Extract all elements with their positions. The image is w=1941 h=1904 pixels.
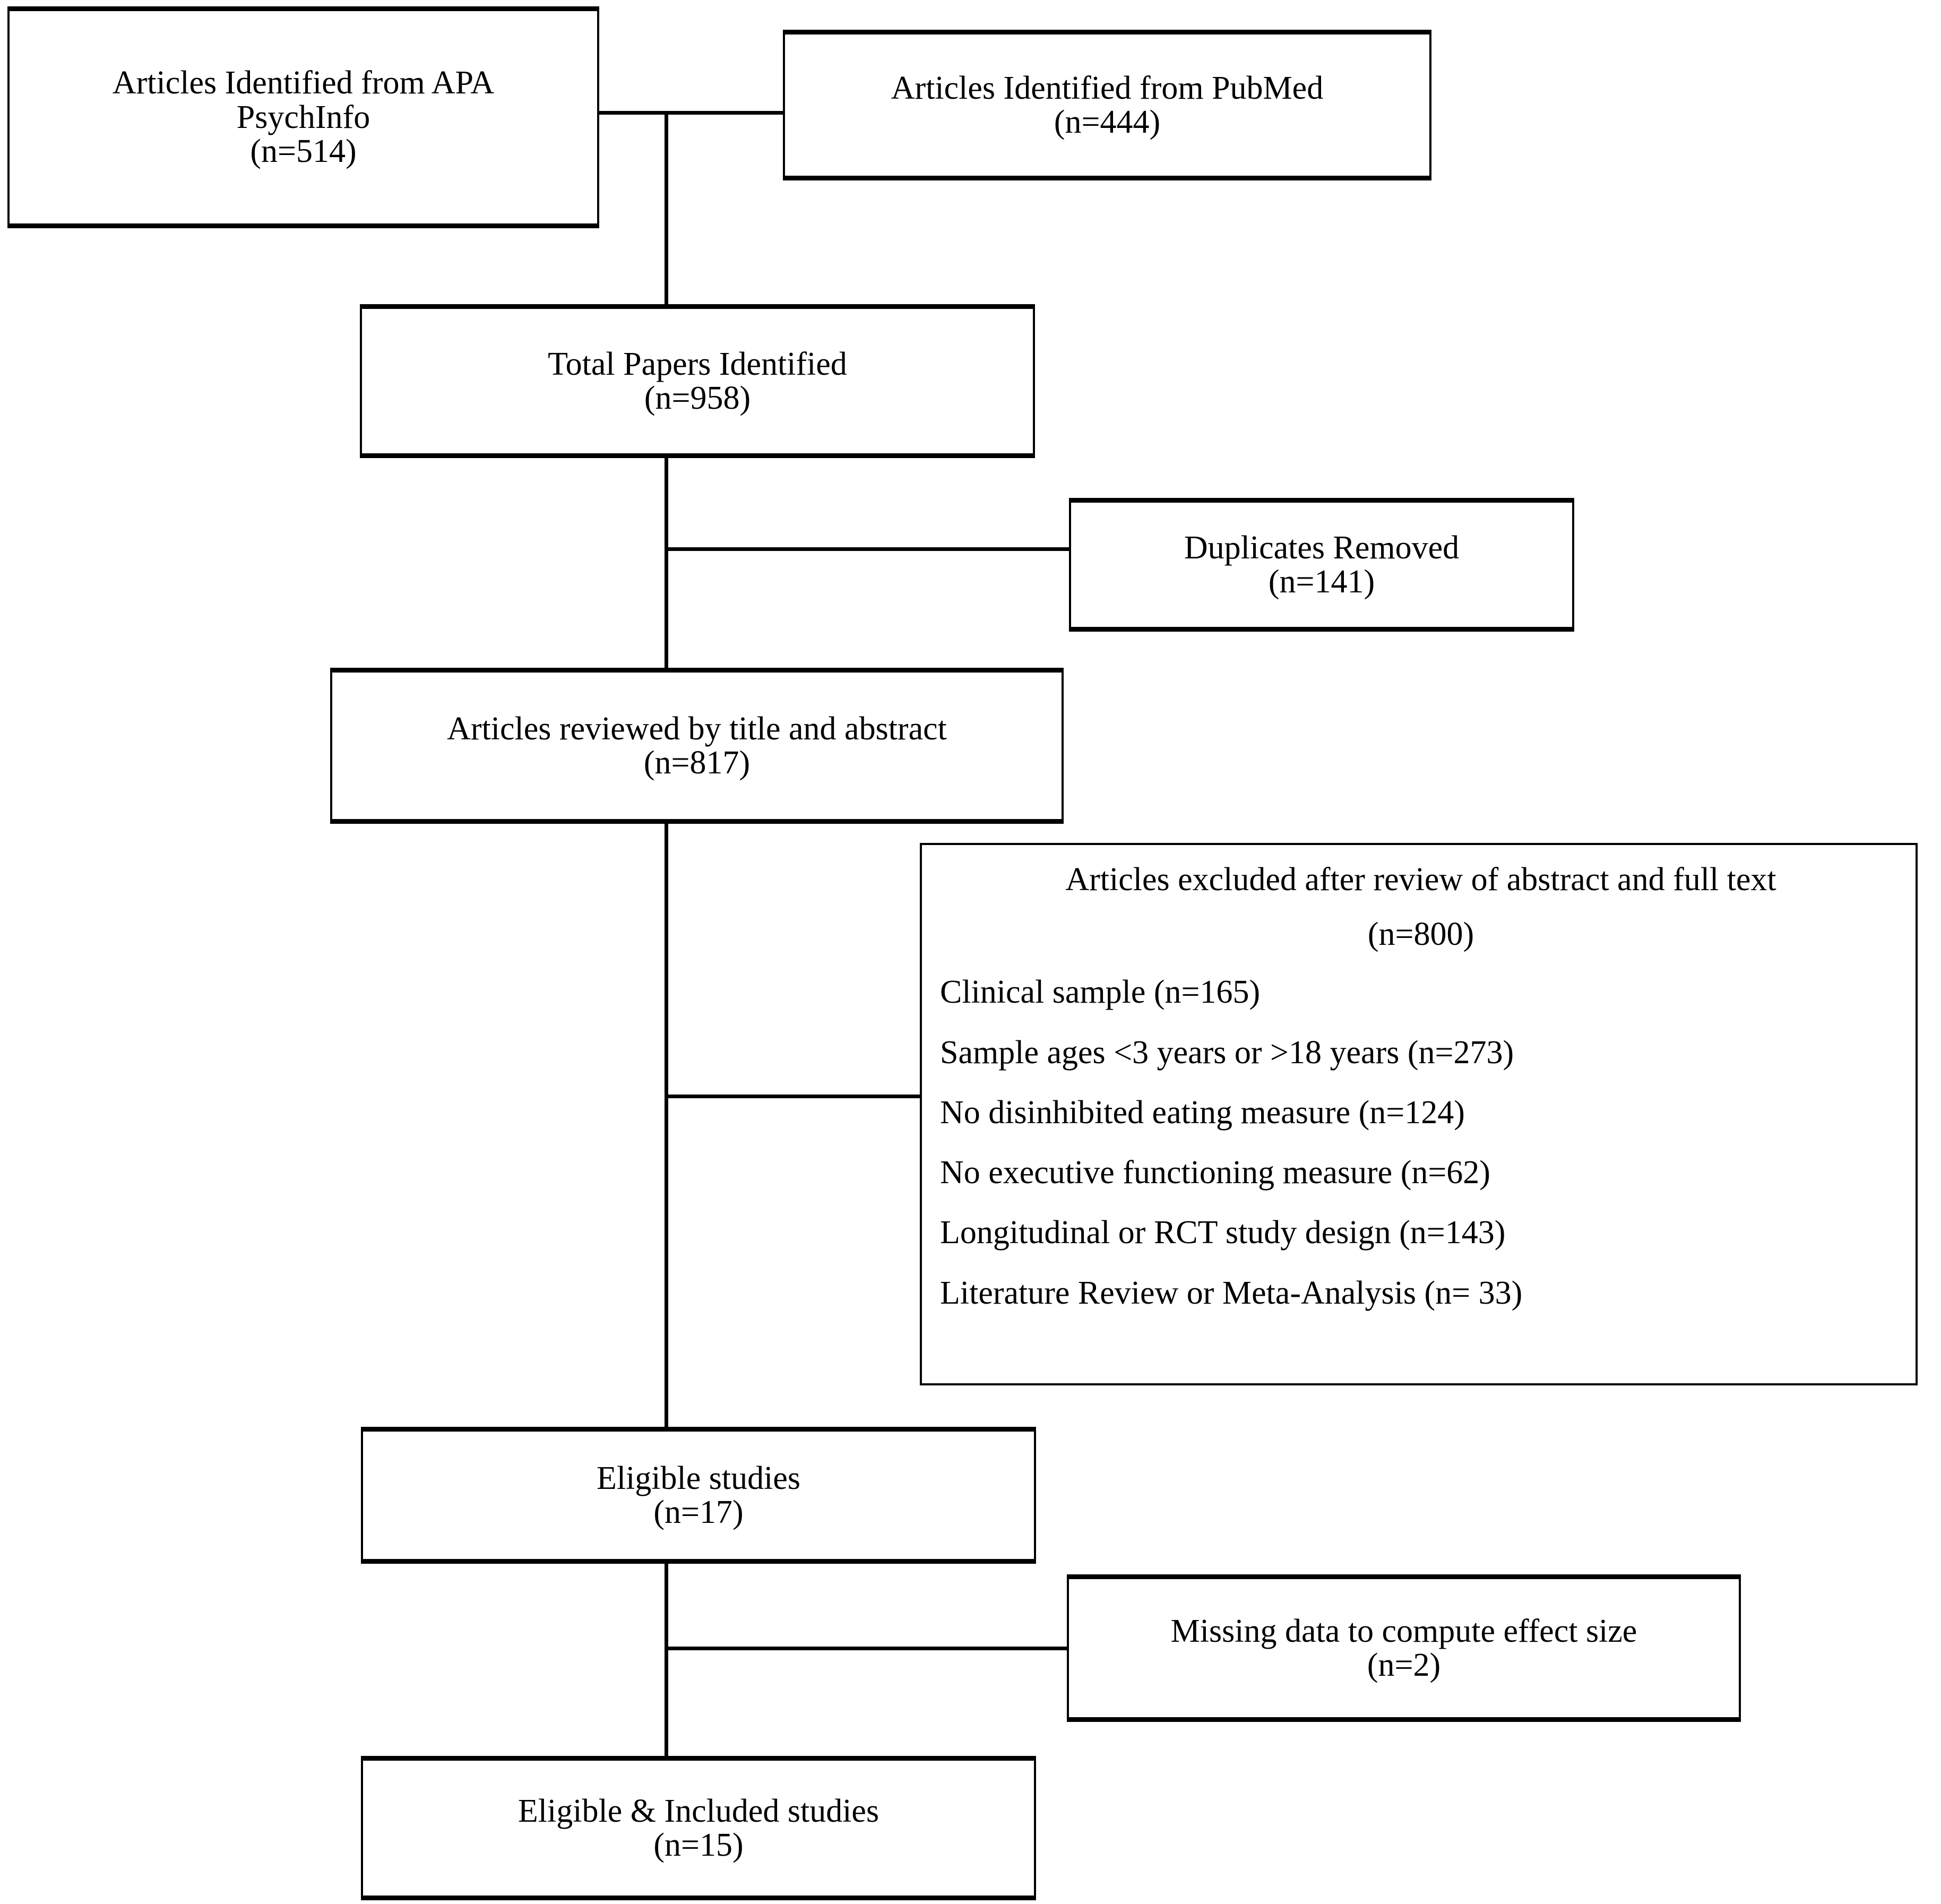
excluded-reason-item: Literature Review or Meta-Analysis (n= 3… <box>940 1274 1523 1311</box>
total-count: (n=958) <box>644 380 751 416</box>
screened-count: (n=817) <box>643 745 750 781</box>
edge-total-to-screened <box>665 456 668 695</box>
node-missing-data[interactable]: Missing data to compute effect size (n=2… <box>1067 1574 1741 1722</box>
apa-count: (n=514) <box>250 133 357 170</box>
node-duplicates-removed[interactable]: Duplicates Removed (n=141) <box>1069 498 1574 632</box>
pubmed-title-line1: Articles Identified from PubMed <box>891 70 1324 106</box>
excluded-title-line1: Articles excluded after review of abstra… <box>1065 861 1776 898</box>
edge-eligible-to-included <box>665 1560 668 1760</box>
missing-title-line1: Missing data to compute effect size <box>1170 1613 1637 1649</box>
edge-trunk-to-excluded <box>665 1095 922 1098</box>
excluded-header: Articles excluded after review of abstra… <box>940 863 1902 951</box>
excluded-reason-item: Longitudinal or RCT study design (n=143) <box>940 1214 1506 1251</box>
apa-title-line1: Articles Identified from APA <box>112 65 495 101</box>
included-count: (n=15) <box>653 1827 744 1863</box>
node-total-papers[interactable]: Total Papers Identified (n=958) <box>360 304 1035 458</box>
node-articles-reviewed[interactable]: Articles reviewed by title and abstract … <box>330 668 1064 824</box>
edge-junction-to-total <box>665 111 668 307</box>
excluded-count: (n=800) <box>1367 916 1474 953</box>
excluded-reason-list: Clinical sample (n=165) Sample ages <3 y… <box>940 974 1902 1311</box>
edge-trunk-to-duplicates <box>665 547 1071 551</box>
edge-apa-to-junction <box>592 111 783 115</box>
duplicates-count: (n=141) <box>1268 564 1375 600</box>
total-title-line1: Total Papers Identified <box>548 346 847 382</box>
excluded-reason-item: Clinical sample (n=165) <box>940 974 1261 1011</box>
node-eligible-studies[interactable]: Eligible studies (n=17) <box>361 1427 1036 1564</box>
edge-trunk-to-missing <box>665 1647 1071 1650</box>
excluded-reason-item: No executive functioning measure (n=62) <box>940 1155 1490 1191</box>
missing-count: (n=2) <box>1367 1647 1441 1683</box>
node-pubmed[interactable]: Articles Identified from PubMed (n=444) <box>783 30 1431 180</box>
apa-title-line2: PsychInfo <box>236 99 370 135</box>
screened-title-line1: Articles reviewed by title and abstract <box>447 710 947 747</box>
excluded-reason-item: Sample ages <3 years or >18 years (n=273… <box>940 1034 1514 1071</box>
eligible-title-line1: Eligible studies <box>596 1460 801 1496</box>
node-apa-psychinfo[interactable]: Articles Identified from APA PsychInfo (… <box>7 6 599 228</box>
duplicates-title-line1: Duplicates Removed <box>1184 529 1460 566</box>
edge-screened-to-eligible <box>665 820 668 1429</box>
node-eligible-included[interactable]: Eligible & Included studies (n=15) <box>361 1756 1036 1900</box>
included-title-line1: Eligible & Included studies <box>517 1793 879 1829</box>
eligible-count: (n=17) <box>653 1494 744 1530</box>
excluded-reason-item: No disinhibited eating measure (n=124) <box>940 1094 1465 1131</box>
pubmed-count: (n=444) <box>1054 104 1161 140</box>
node-articles-excluded[interactable]: Articles excluded after review of abstra… <box>920 843 1918 1385</box>
